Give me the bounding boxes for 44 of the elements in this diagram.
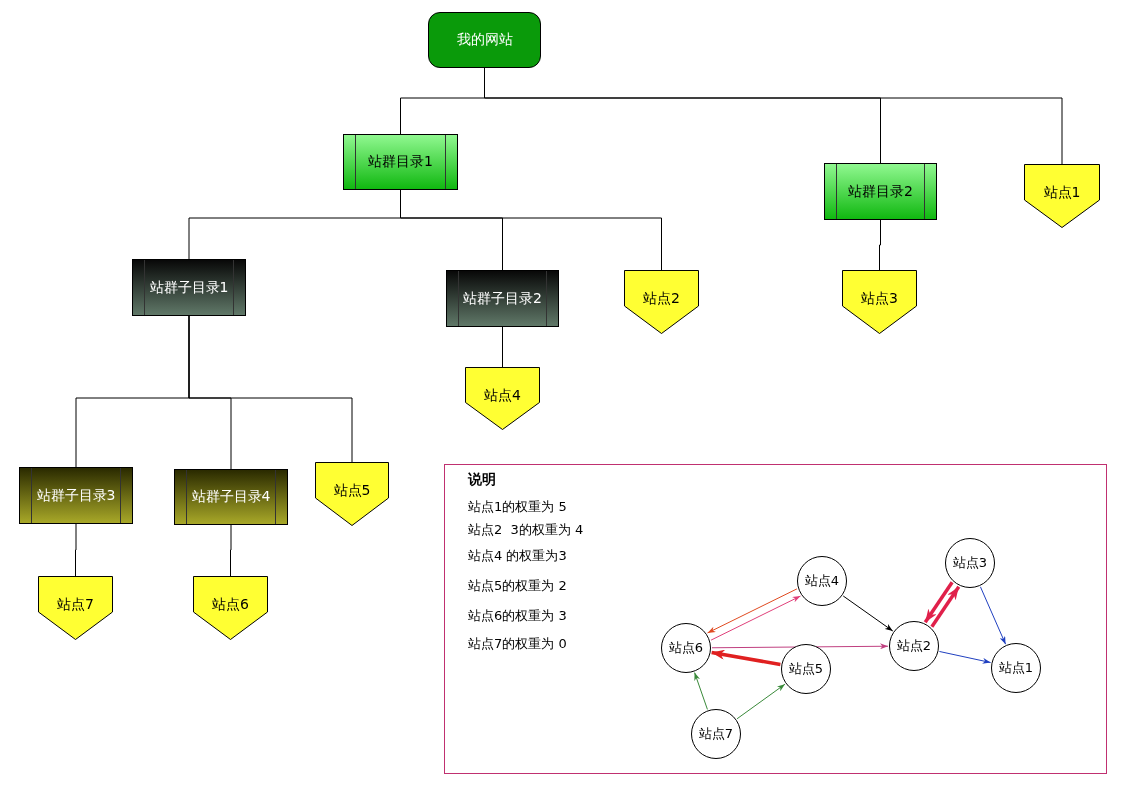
legend-panel bbox=[444, 464, 1107, 774]
site-marker: 站点4 bbox=[465, 367, 540, 430]
site-circle: 站点2 bbox=[889, 621, 939, 671]
arrow bbox=[979, 586, 1007, 645]
site-marker: 站点2 bbox=[624, 270, 699, 334]
arrow bbox=[707, 588, 798, 634]
note-text: 站点4 的权重为3 bbox=[468, 547, 567, 565]
site-marker: 站点1 bbox=[1024, 164, 1100, 228]
note-heading: 说明 bbox=[468, 471, 496, 489]
site-marker: 站点3 bbox=[842, 270, 917, 334]
note-text: 站点6的权重为 3 bbox=[468, 607, 567, 625]
connector-line bbox=[879, 219, 881, 271]
arrow bbox=[694, 672, 708, 710]
site-circle: 站点6 bbox=[661, 623, 711, 673]
note-text: 站点7的权重为 0 bbox=[468, 635, 567, 653]
root-box: 我的网站 bbox=[428, 12, 541, 68]
arrow bbox=[736, 683, 786, 720]
connector-line bbox=[75, 523, 77, 577]
connector-line bbox=[230, 524, 232, 577]
note-text: 站点1的权重为 5 bbox=[468, 498, 567, 516]
process-box: 站群子目录2 bbox=[446, 270, 559, 327]
site-marker: 站点6 bbox=[193, 576, 268, 640]
arrow bbox=[923, 581, 954, 624]
process-box: 站群子目录3 bbox=[19, 467, 133, 524]
site-circle: 站点5 bbox=[781, 644, 831, 694]
site-circle: 站点7 bbox=[691, 709, 741, 759]
process-box: 站群目录2 bbox=[824, 163, 937, 220]
arrow bbox=[711, 649, 781, 667]
note-text: 站点5的权重为 2 bbox=[468, 577, 567, 595]
arrow bbox=[710, 595, 801, 641]
arrow bbox=[930, 585, 961, 628]
site-circle: 站点1 bbox=[991, 643, 1041, 693]
site-marker: 站点7 bbox=[38, 576, 113, 640]
arrow bbox=[842, 595, 894, 632]
note-text: 站点2 3的权重为 4 bbox=[468, 521, 584, 539]
arrow bbox=[938, 651, 992, 664]
process-box: 站群子目录1 bbox=[132, 259, 246, 316]
connector-line bbox=[502, 326, 503, 368]
process-box: 站群子目录4 bbox=[174, 469, 288, 525]
site-circle: 站点4 bbox=[797, 556, 847, 606]
process-box: 站群目录1 bbox=[343, 134, 458, 190]
site-circle: 站点3 bbox=[945, 538, 995, 588]
site-marker: 站点5 bbox=[315, 462, 389, 526]
connector-line bbox=[188, 315, 353, 463]
